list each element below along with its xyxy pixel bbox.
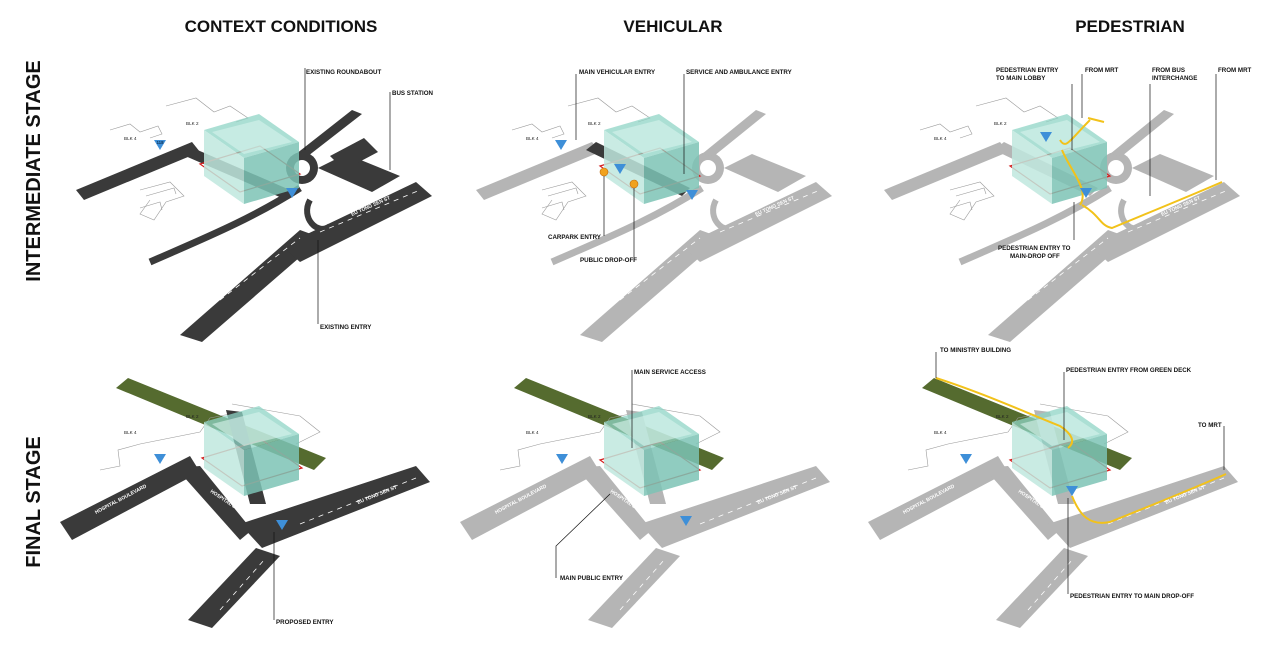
- annotation-existing-entry: EXISTING ENTRY: [320, 324, 372, 331]
- blk4-label: BLK 4: [526, 430, 539, 435]
- column-header-context: CONTEXT CONDITIONS: [185, 17, 378, 36]
- annotation-bus-station: BUS STATION: [392, 90, 434, 97]
- annotation-from-mrt-1: FROM MRT: [1085, 67, 1119, 74]
- column-header-vehicular: VEHICULAR: [623, 17, 722, 36]
- annotation-carpark-entry: CARPARK ENTRY: [548, 234, 602, 241]
- blk4-label: BLK 4: [124, 136, 137, 141]
- annotation-ped-entry-drop-off-2: MAIN-DROP OFF: [1010, 253, 1060, 260]
- annotation-ped-entry-green-deck: PEDESTRIAN ENTRY FROM GREEN DECK: [1066, 367, 1192, 374]
- annotation-proposed-entry: PROPOSED ENTRY: [276, 619, 334, 626]
- panel-vehicular-intermediate: BLK 2 BLK 4 EU TONG SEN ST MAIN VEHICULA…: [476, 69, 832, 342]
- marker-label: 118: [156, 140, 164, 145]
- panel-context-intermediate: 118 BLK 2 BLK 4 EU TONG SEN ST EXISTING …: [76, 68, 434, 342]
- blk2-label: BLK 2: [996, 414, 1009, 419]
- column-header-pedestrian: PEDESTRIAN: [1075, 17, 1185, 36]
- blk2-label: BLK 2: [186, 414, 199, 419]
- blk2-label: BLK 2: [588, 414, 601, 419]
- annotation-main-service-access: MAIN SERVICE ACCESS: [634, 369, 706, 376]
- annotation-to-ministry-building: TO MINISTRY BUILDING: [940, 347, 1011, 354]
- annotation-ped-entry-main-lobby-1: PEDESTRIAN ENTRY: [996, 67, 1059, 74]
- blk2-label: BLK 2: [186, 121, 199, 126]
- annotation-from-bus-1: FROM BUS: [1152, 67, 1185, 74]
- annotation-from-bus-2: INTERCHANGE: [1152, 75, 1197, 82]
- annotation-existing-roundabout: EXISTING ROUNDABOUT: [306, 69, 382, 76]
- blk4-label: BLK 4: [934, 136, 947, 141]
- blk2-label: BLK 2: [588, 121, 601, 126]
- panel-vehicular-final: BLK 2 BLK 4 HOSPITAL BOULEVARD HOSPITAL …: [460, 369, 830, 628]
- panel-pedestrian-final: BLK 2 BLK 4 HOSPITAL BOULEVARD HOSPITAL …: [868, 347, 1238, 628]
- blk4-label: BLK 4: [526, 136, 539, 141]
- panel-pedestrian-intermediate: BLK 2 BLK 4 EU TONG SEN ST PEDESTRIAN EN…: [884, 67, 1252, 342]
- row-label-final: FINAL STAGE: [23, 436, 45, 567]
- blk4-label: BLK 4: [934, 430, 947, 435]
- annotation-service-ambulance-entry: SERVICE AND AMBULANCE ENTRY: [686, 69, 793, 76]
- blk4-label: BLK 4: [124, 430, 137, 435]
- blk2-label: BLK 2: [994, 121, 1007, 126]
- row-label-intermediate: INTERMEDIATE STAGE: [23, 60, 45, 281]
- annotation-ped-entry-main-lobby-2: TO MAIN LOBBY: [996, 75, 1046, 82]
- panel-context-final: BLK 2 BLK 4 HOSPITAL BOULEVARD HOSPITAL …: [60, 378, 430, 628]
- annotation-public-drop-off: PUBLIC DROP-OFF: [580, 257, 637, 264]
- annotation-main-public-entry: MAIN PUBLIC ENTRY: [560, 575, 624, 582]
- annotation-to-mrt: TO MRT: [1198, 422, 1222, 429]
- annotation-ped-entry-drop-off-1: PEDESTRIAN ENTRY TO: [998, 245, 1071, 252]
- annotation-from-mrt-2: FROM MRT: [1218, 67, 1252, 74]
- annotation-ped-entry-main-drop-off: PEDESTRIAN ENTRY TO MAIN DROP-OFF: [1070, 593, 1194, 600]
- annotation-main-vehicular-entry: MAIN VEHICULAR ENTRY: [579, 69, 656, 76]
